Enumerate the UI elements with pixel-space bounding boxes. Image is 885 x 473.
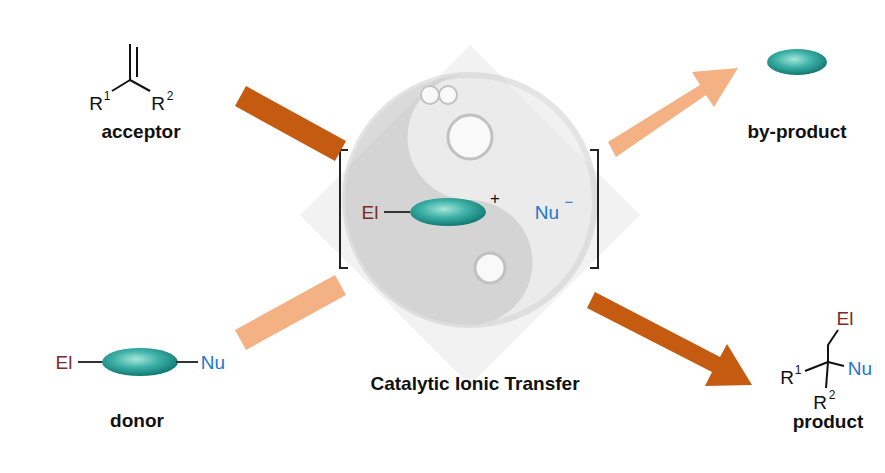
superscript: 1 — [104, 90, 111, 102]
yin-yang-emblem — [345, 75, 595, 325]
donor-band — [235, 275, 346, 350]
nucleophile-label: Nu — [848, 359, 872, 378]
right-bracket — [590, 150, 598, 268]
teal-ellipse — [767, 49, 827, 75]
acceptor-structure — [112, 44, 150, 91]
electrophile-label: El — [56, 353, 73, 372]
teal-ellipse — [410, 198, 486, 226]
part-caption: acceptor — [101, 122, 180, 141]
bond-line — [78, 361, 104, 363]
electrophile-label: El — [837, 309, 854, 328]
charge-sign: − — [565, 194, 574, 209]
nucleophile-label: Nu — [535, 203, 559, 222]
acceptor-band — [235, 86, 346, 161]
part-caption: donor — [110, 411, 164, 430]
charge-sign: + — [490, 190, 500, 207]
left-bracket — [340, 150, 348, 268]
superscript: 2 — [167, 90, 174, 102]
nucleophile-label: Nu — [201, 353, 225, 372]
product-structure — [805, 330, 844, 388]
bond-line — [384, 211, 410, 213]
group-r: R — [813, 393, 827, 412]
part-caption: by-product — [747, 122, 846, 141]
by-product-arrow — [608, 68, 738, 157]
bond-line — [176, 361, 198, 363]
background-diamond — [300, 45, 640, 385]
part-caption: product — [793, 412, 864, 431]
superscript: 2 — [829, 389, 836, 401]
teal-ellipse — [102, 348, 178, 376]
product-arrow — [587, 292, 752, 386]
group-r: R — [780, 368, 794, 387]
diagram-caption: Catalytic Ionic Transfer — [370, 374, 579, 393]
group-r: R — [151, 94, 165, 113]
superscript: 1 — [795, 364, 802, 376]
group-r: R — [89, 94, 103, 113]
electrophile-label: El — [362, 203, 379, 222]
